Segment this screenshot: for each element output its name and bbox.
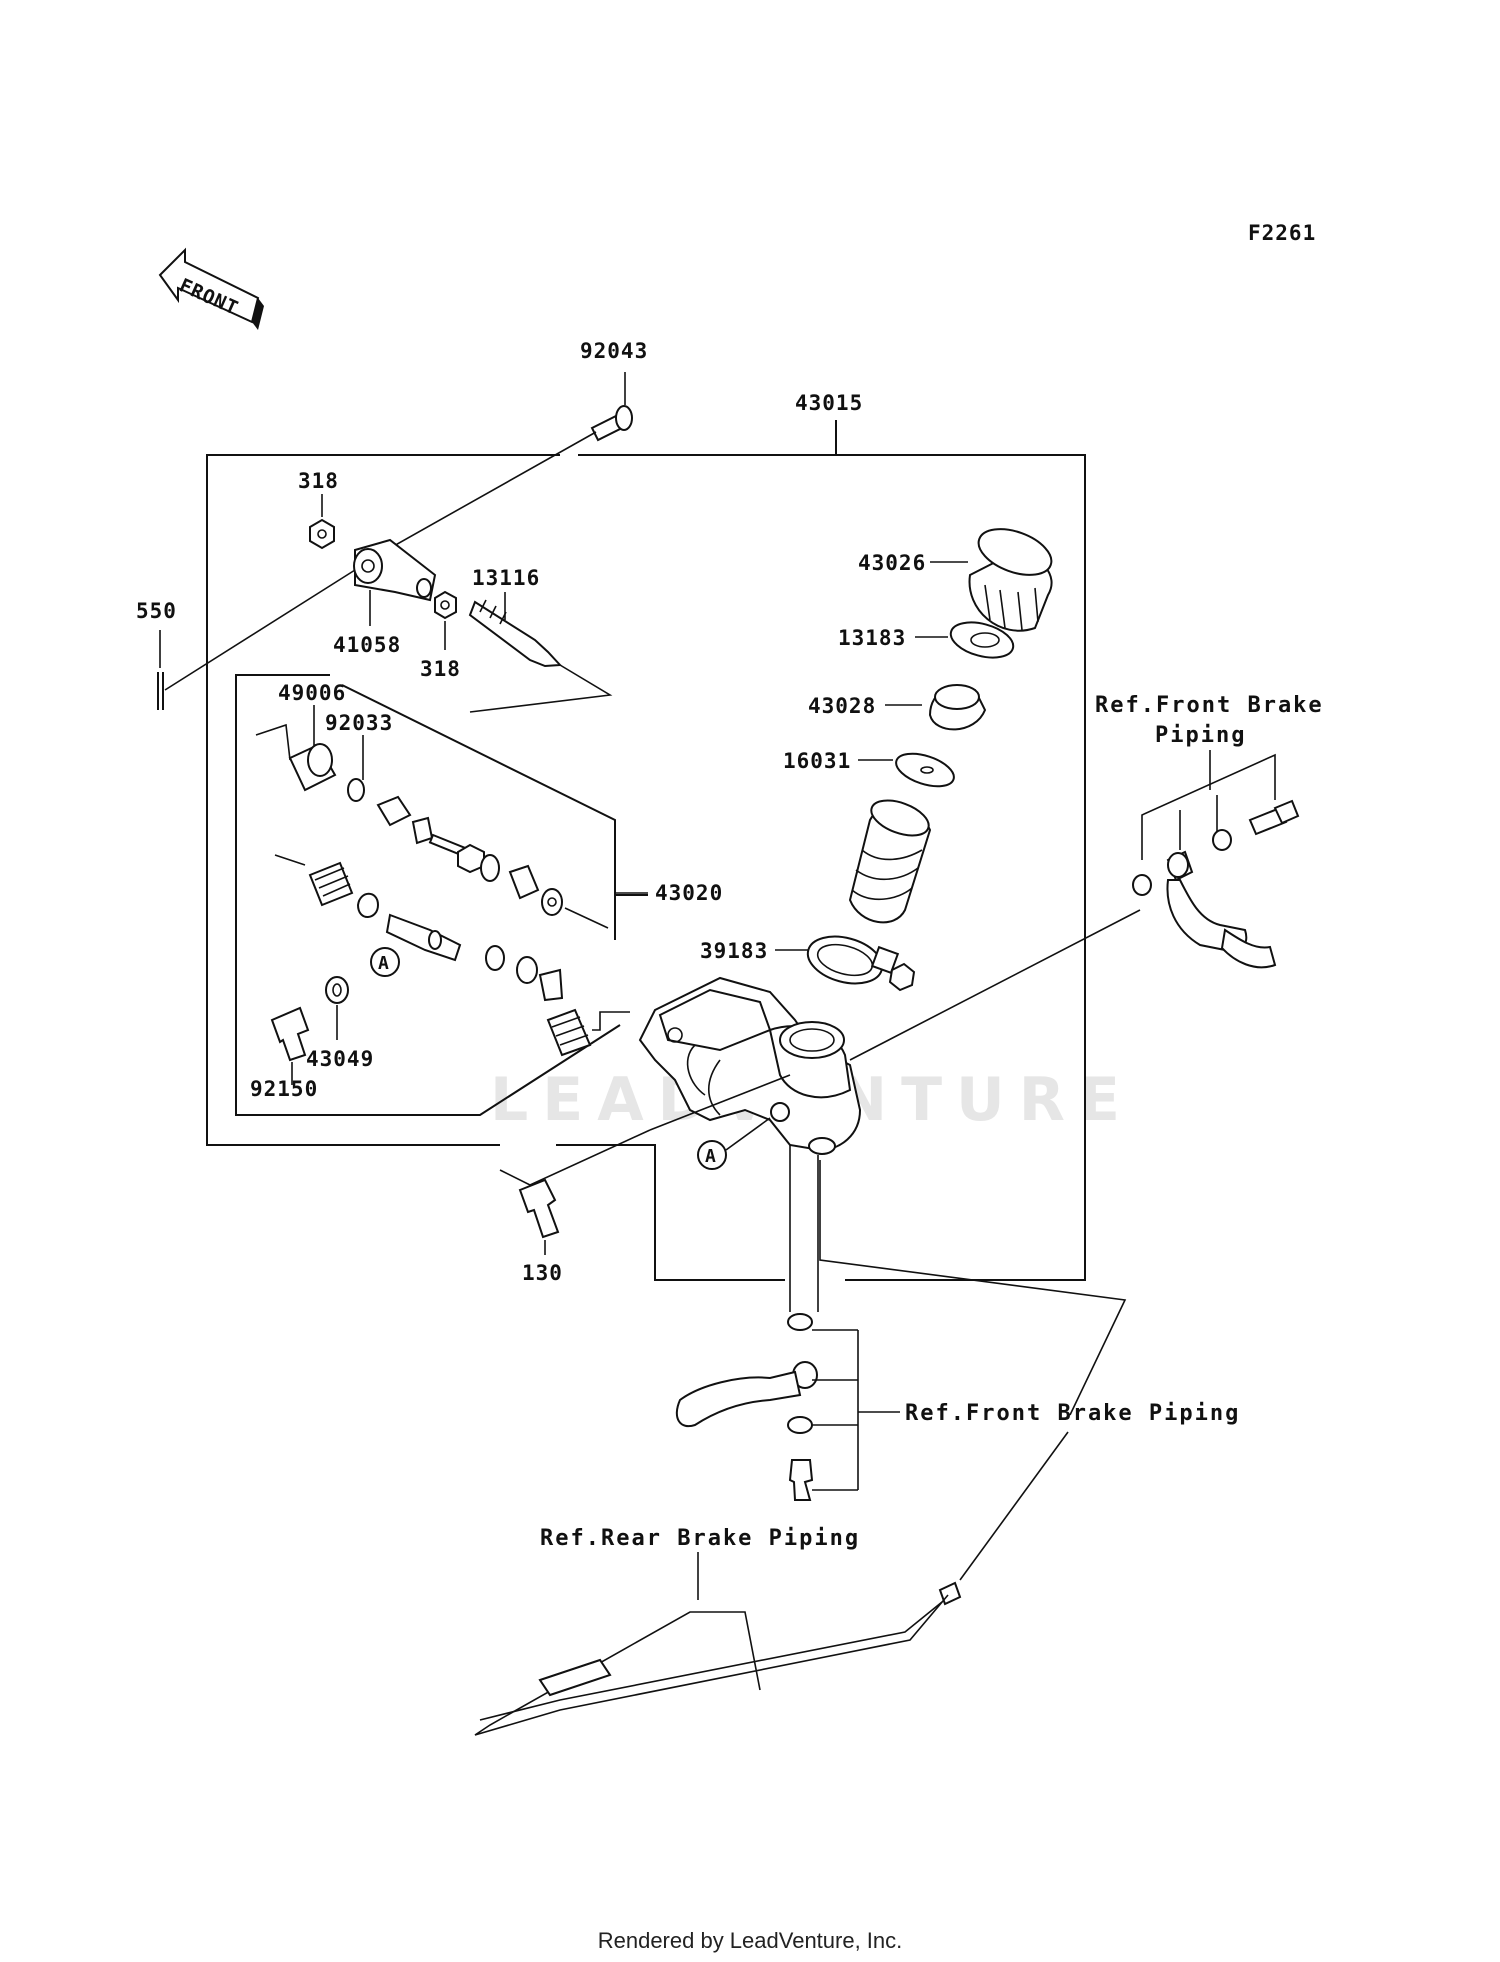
pin-92043 xyxy=(359,405,633,566)
cotter-pin-550 xyxy=(157,569,356,710)
front-arrow-icon: FRONT xyxy=(158,247,264,330)
callout-92150: 92150 xyxy=(250,1077,318,1101)
callout-41058: 41058 xyxy=(333,633,401,657)
svg-text:A: A xyxy=(378,953,390,974)
front-brake-upper-fittings xyxy=(1132,799,1300,969)
kit-43015-frame xyxy=(206,420,1086,1281)
ref-front-brake-upper-line1: Ref.Front Brake xyxy=(1095,693,1324,718)
bolt-130 xyxy=(499,1074,791,1255)
bleeder-92150 xyxy=(270,1006,310,1085)
callout-49006: 49006 xyxy=(278,681,346,705)
diaphragm-43028 xyxy=(928,684,987,731)
callout-43015: 43015 xyxy=(795,391,863,415)
hose-clamp-39183 xyxy=(806,935,916,992)
float-16031 xyxy=(895,752,955,788)
callout-43026: 43026 xyxy=(858,551,926,575)
kit-upper-row-parts xyxy=(255,723,609,929)
reference-mark-a-body: A xyxy=(697,1117,771,1170)
plate-13183 xyxy=(949,621,1015,659)
kit-lower-row-parts xyxy=(274,854,630,1057)
rear-brake-piping xyxy=(474,1160,1127,1736)
washer-43049 xyxy=(325,976,349,1004)
callout-16031: 16031 xyxy=(783,749,851,773)
callout-43049: 43049 xyxy=(306,1047,374,1071)
callout-39183: 39183 xyxy=(700,939,768,963)
nut-318-top xyxy=(309,518,335,550)
clevis-41058 xyxy=(353,538,437,602)
callout-92033: 92033 xyxy=(325,711,393,735)
figure-code: F2261 xyxy=(1248,221,1316,245)
callout-43020: 43020 xyxy=(655,881,723,905)
reference-mark-a-kit: A xyxy=(370,947,400,977)
ref-front-brake-lower: Ref.Front Brake Piping xyxy=(905,1401,1240,1426)
ref-rear-brake: Ref.Rear Brake Piping xyxy=(540,1526,860,1551)
svg-text:A: A xyxy=(705,1146,717,1167)
master-cylinder-body xyxy=(638,976,862,1155)
nut-318-bottom xyxy=(434,590,457,620)
reservoir-body xyxy=(848,799,932,924)
callout-550: 550 xyxy=(136,599,177,623)
push-rod-13116 xyxy=(468,599,613,713)
callout-130: 130 xyxy=(522,1261,563,1285)
cap-43026 xyxy=(968,528,1053,632)
callout-92043: 92043 xyxy=(580,339,648,363)
callout-318-top: 318 xyxy=(298,469,339,493)
callout-43028: 43028 xyxy=(808,694,876,718)
callout-13183: 13183 xyxy=(838,626,906,650)
kit-43020-frame xyxy=(235,674,648,1116)
front-brake-lower-fittings xyxy=(675,1145,900,1501)
ref-front-brake-upper-line2: Piping xyxy=(1155,723,1246,748)
footer-credit: Rendered by LeadVenture, Inc. xyxy=(597,1928,903,1953)
callout-318-bottom: 318 xyxy=(420,657,461,681)
callout-13116: 13116 xyxy=(472,566,540,590)
front-brake-upper-bracket xyxy=(1141,750,1276,860)
